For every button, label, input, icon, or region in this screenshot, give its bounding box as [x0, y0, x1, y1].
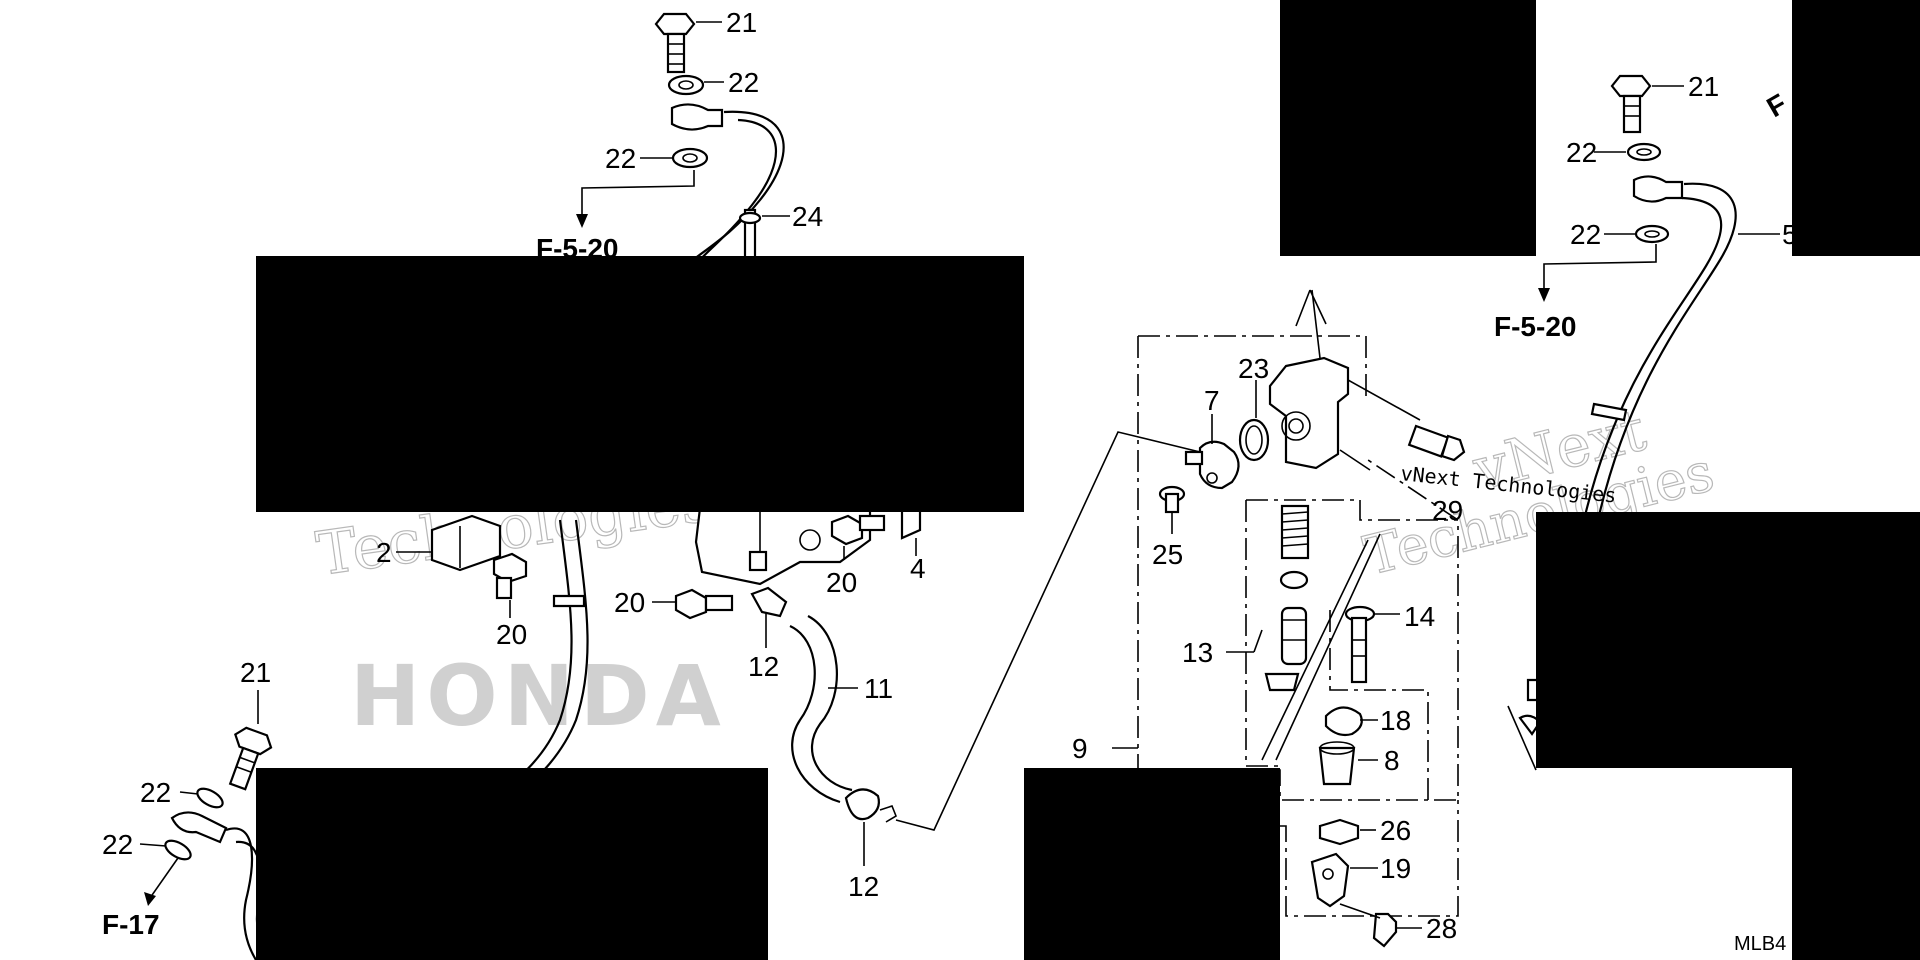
reference-f-17: F-17 — [102, 909, 160, 940]
callout-20: 20 — [496, 619, 527, 650]
callout-18: 18 — [1380, 705, 1411, 736]
circlip-icon — [1324, 706, 1363, 737]
callout-23: 23 — [1238, 353, 1269, 384]
diagram-code: MLB4 — [1734, 933, 1786, 955]
callout-13: 13 — [1182, 637, 1213, 668]
callout-22: 22 — [605, 143, 636, 174]
redaction-block — [256, 768, 768, 960]
callout-22: 22 — [140, 777, 171, 808]
kit-boundary-13 — [1245, 500, 1280, 767]
callout-22: 22 — [1570, 219, 1601, 250]
callout-20: 20 — [826, 567, 857, 598]
screw-icon — [1158, 485, 1186, 514]
pivot-bolt-icon — [1407, 424, 1466, 462]
banjo-bolt-icon — [228, 726, 273, 791]
brake-hose-right — [1596, 182, 1737, 521]
watermark-honda: HONDA — [350, 647, 727, 745]
callout-20: 20 — [614, 587, 645, 618]
callout-12: 12 — [848, 871, 879, 902]
callout-22: 22 — [1566, 137, 1597, 168]
flange-bolt-icon — [674, 588, 734, 620]
callout-22: 22 — [102, 829, 133, 860]
callout-25: 25 — [1152, 539, 1183, 570]
redaction-block — [1280, 0, 1536, 256]
redaction-blocks — [256, 0, 1920, 960]
callout-12: 12 — [748, 651, 779, 682]
push-rod-icon — [1344, 605, 1376, 684]
reservoir-joint-icon — [1184, 440, 1240, 490]
callout-21: 21 — [240, 657, 271, 688]
redaction-block — [256, 256, 1024, 512]
dust-boot-icon — [1318, 746, 1356, 786]
callout-9: 9 — [1072, 733, 1088, 764]
sealing-washer-icon — [1634, 224, 1670, 244]
redaction-block — [1792, 768, 1920, 960]
sealing-washer-icon — [671, 147, 709, 169]
sealing-washer-icon — [1626, 142, 1662, 162]
redaction-block — [1024, 768, 1280, 960]
nut-icon — [1318, 818, 1360, 846]
sealing-washer-icon — [667, 74, 705, 96]
callout-28: 28 — [1426, 913, 1457, 944]
piston-icon — [1280, 606, 1308, 666]
callout-7: 7 — [1204, 385, 1220, 416]
hose-clamp-icon — [844, 788, 880, 821]
banjo-bolt-icon — [1610, 74, 1652, 134]
callout-29: 29 — [1432, 495, 1463, 526]
redaction-block — [1536, 512, 1920, 768]
lever-joint-icon — [1310, 852, 1350, 908]
redaction-block — [1792, 0, 1920, 256]
upper-right-hose-assembly — [1507, 74, 1780, 771]
o-ring-icon — [1238, 418, 1270, 462]
callout-14: 14 — [1404, 601, 1435, 632]
piston-spring-icon — [1280, 504, 1310, 560]
hose-clamp-icon — [750, 586, 788, 618]
reference-partial: F — [1762, 88, 1792, 123]
callout-19: 19 — [1380, 853, 1411, 884]
callout-26: 26 — [1380, 815, 1411, 846]
flange-bolt-icon — [492, 552, 528, 600]
pivot-pin-icon — [1372, 912, 1398, 948]
master-cylinder-exploded-view — [1112, 289, 1466, 948]
callout-labels: 21 22 22 24 2 20 20 20 4 12 11 12 21 22 … — [102, 7, 1798, 944]
callout-11: 11 — [864, 673, 893, 704]
callout-21: 21 — [726, 7, 757, 38]
reservoir-hose — [789, 625, 841, 804]
reference-f-5-20-right: F-5-20 — [1494, 311, 1576, 342]
bracket-icon — [430, 514, 502, 572]
callout-8: 8 — [1384, 745, 1400, 776]
callout-4: 4 — [910, 553, 926, 584]
master-cylinder-icon — [1268, 356, 1350, 470]
secondary-cup-icon — [1264, 672, 1300, 692]
flange-bolt-icon — [830, 514, 886, 546]
callout-2: 2 — [376, 537, 392, 568]
piston-cup-icon — [1279, 570, 1309, 590]
hose-fitting-icon — [670, 103, 724, 131]
callout-24: 24 — [792, 201, 823, 232]
master-cylinder-bracket-area — [396, 431, 1201, 866]
banjo-bolt-icon — [654, 12, 696, 74]
callout-21: 21 — [1688, 71, 1719, 102]
sealing-washer-icon — [196, 787, 224, 809]
callout-22: 22 — [728, 67, 759, 98]
hose-fitting-icon — [170, 811, 228, 844]
hose-fitting-icon — [1632, 175, 1684, 203]
sealing-washer-icon — [164, 839, 192, 861]
lower-left-hose-assembly — [139, 690, 273, 960]
